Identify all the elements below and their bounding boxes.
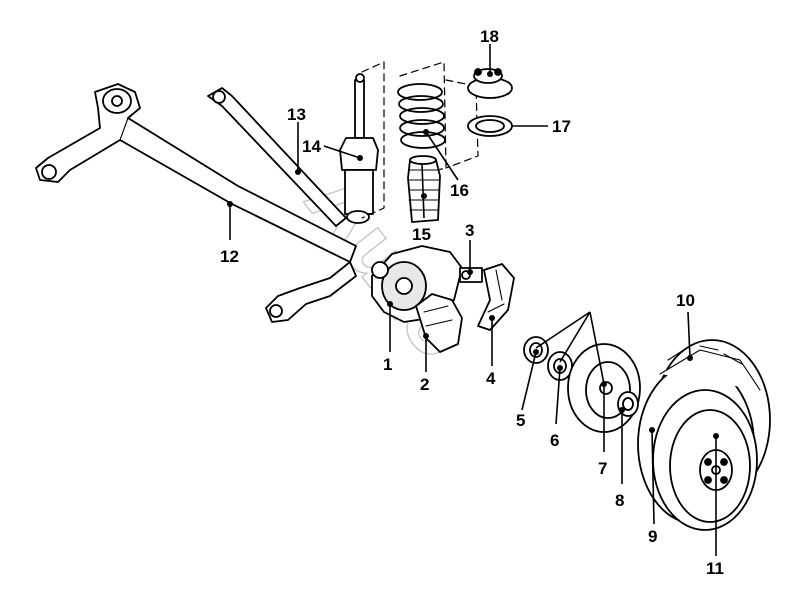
rear-axle-beam [35, 83, 357, 323]
callout-6: 6 [550, 431, 559, 450]
wheel-rim [652, 389, 758, 531]
callout-16: 16 [450, 181, 469, 200]
callout-8: 8 [615, 491, 624, 510]
coil-spring [397, 83, 446, 149]
callout-15: 15 [412, 225, 431, 244]
callout-17: 17 [552, 117, 571, 136]
spring-seat [467, 115, 513, 137]
callout-14: 14 [302, 137, 321, 156]
callout-11: 11 [706, 559, 724, 578]
callout-13: 13 [287, 105, 306, 124]
track-rod [207, 87, 347, 227]
callout-5: 5 [516, 411, 525, 430]
callout-4: 4 [486, 369, 496, 388]
callout-1: 1 [383, 355, 392, 374]
brake-shoe-rear [477, 263, 515, 331]
callout-18: 18 [480, 27, 499, 46]
callout-3: 3 [465, 221, 474, 240]
hub-cap [617, 391, 639, 417]
leader-lines [227, 44, 719, 556]
callout-labels: 1 2 3 4 5 6 7 8 9 10 11 12 13 14 15 16 1… [220, 27, 724, 578]
bump-stop-boot [407, 155, 441, 223]
callout-12: 12 [220, 247, 239, 266]
callout-2: 2 [420, 375, 429, 394]
callout-7: 7 [598, 459, 607, 478]
shock-absorber [339, 73, 379, 224]
callout-10: 10 [676, 291, 695, 310]
wheel-cylinder [459, 267, 483, 283]
callout-9: 9 [648, 527, 657, 546]
